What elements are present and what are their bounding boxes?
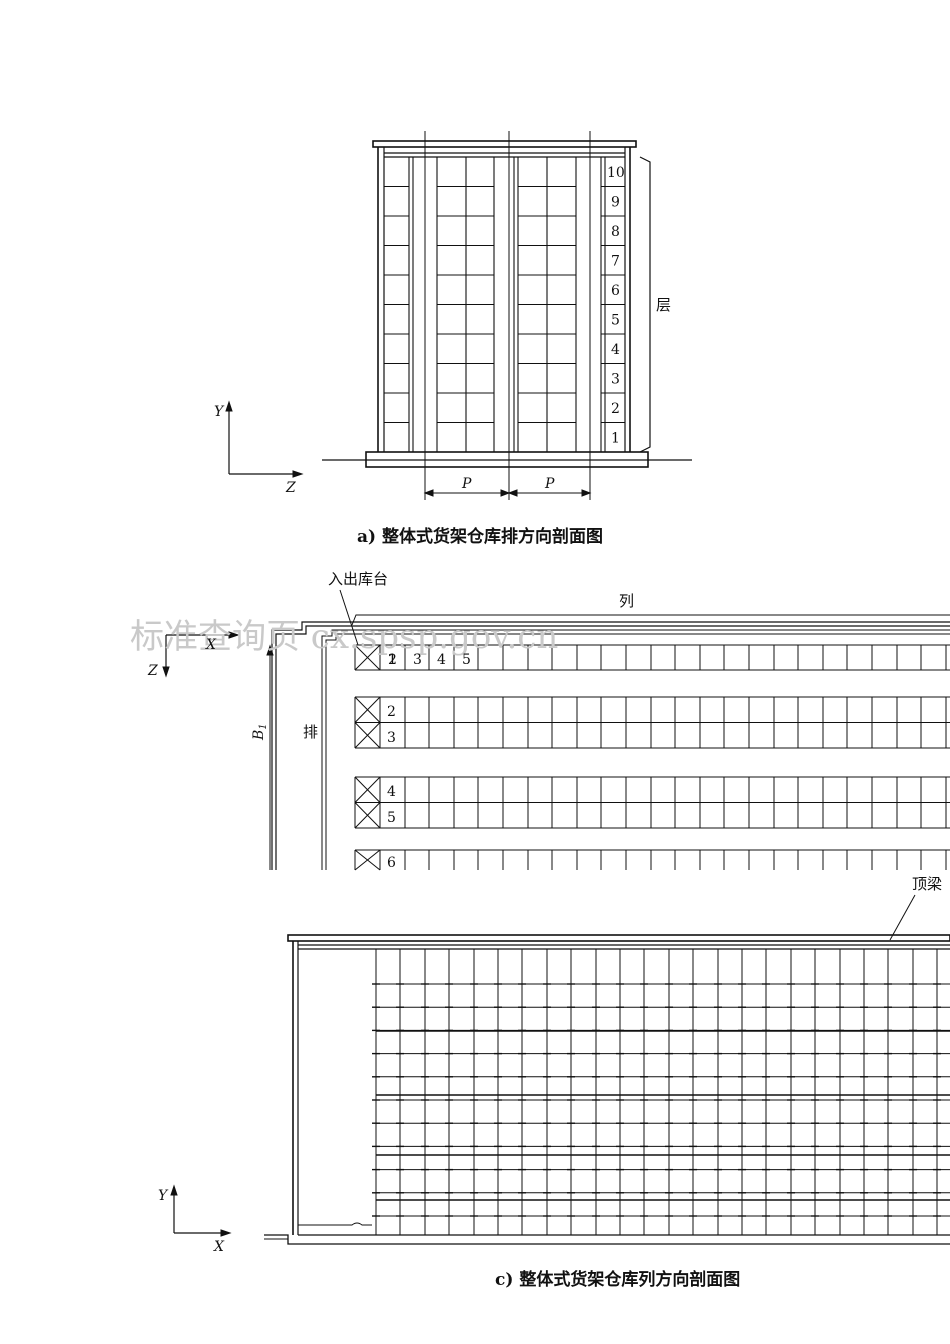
elevation-rack-grid — [372, 949, 950, 1235]
column-label: 列 — [619, 592, 634, 610]
column-number: 1 — [388, 652, 397, 668]
column-number: 4 — [437, 652, 446, 668]
station-cross — [354, 696, 381, 723]
plan-rack-grid — [354, 644, 950, 871]
level-number: 5 — [611, 313, 620, 329]
station-cross — [354, 849, 381, 871]
caption-c: c) 整体式货架仓库列方向剖面图 — [495, 1269, 740, 1290]
level-number: 1 — [611, 431, 620, 447]
level-number: 6 — [611, 283, 620, 299]
inner-wall-2 — [325, 633, 950, 870]
axis-y-arrow-a — [225, 400, 233, 412]
column-number: 3 — [413, 652, 422, 668]
row-number: 5 — [387, 810, 396, 826]
axis-z-label-a: Z — [285, 480, 296, 496]
level-label: 层 — [656, 296, 671, 314]
station-cross — [354, 802, 381, 829]
figure-b-plan-view — [162, 589, 950, 871]
axis-y-label-a: Y — [214, 404, 225, 420]
width-label: B1 — [251, 723, 269, 741]
column-number: 5 — [462, 652, 471, 668]
station-bay-c — [297, 1222, 372, 1235]
roof-slab-c — [287, 934, 950, 942]
axis-y-label-c: Y — [158, 1188, 169, 1204]
level-number: 3 — [611, 372, 620, 388]
station-cross — [354, 644, 381, 671]
top-beam-label: 顶梁 — [912, 875, 942, 893]
rack-grid — [384, 156, 625, 453]
axis-z-arrow-a — [292, 470, 304, 478]
outer-wall — [271, 621, 950, 870]
inner-wall — [321, 629, 950, 870]
level-bracket — [639, 156, 651, 453]
axis-z-arrow-b — [162, 666, 170, 678]
pitch-label-2: P — [544, 476, 555, 492]
row-number: 2 — [387, 704, 396, 720]
top-beam-leader — [889, 894, 916, 941]
axis-x-label-b: X — [205, 637, 217, 653]
station-label: 入出库台 — [328, 570, 388, 588]
row-number: 4 — [387, 784, 396, 800]
pitch-arrow-1 — [423, 489, 434, 497]
pitch-label-1: P — [461, 476, 472, 492]
axis-x-arrow-c — [220, 1229, 232, 1237]
pitch-arrow-2 — [500, 489, 511, 497]
axis-z-label-b: Z — [147, 663, 158, 679]
row-dim-arrow — [266, 644, 274, 656]
caption-a: a) 整体式货架仓库排方向剖面图 — [357, 526, 603, 547]
level-number: 4 — [611, 342, 620, 358]
level-number: 8 — [611, 224, 620, 240]
level-number: 2 — [611, 401, 620, 417]
level-number: 7 — [611, 254, 620, 270]
figure-c-column-section — [170, 894, 950, 1245]
axis-y-arrow-c — [170, 1184, 178, 1196]
base-slab — [365, 451, 649, 468]
figure-a-row-section — [225, 131, 692, 500]
outer-wall-inner — [275, 625, 950, 870]
column-number: 2 — [388, 652, 397, 668]
row-number-list: 2 3 4 5 6 — [387, 704, 396, 871]
station-cross — [354, 776, 381, 803]
level-number-list: 10 9 8 7 6 5 4 3 2 1 — [607, 165, 625, 447]
roof-slab — [372, 140, 637, 148]
column-dim-bracket — [351, 614, 950, 626]
pitch-arrow-4 — [581, 489, 592, 497]
row-label: 排 — [303, 723, 318, 741]
level-number: 9 — [611, 195, 620, 211]
axis-x-label-c: X — [213, 1239, 225, 1255]
level-number: 10 — [607, 165, 625, 181]
station-cross — [354, 722, 381, 749]
pitch-arrow-3 — [507, 489, 518, 497]
axis-x-arrow-b — [228, 631, 240, 639]
row-number: 3 — [387, 730, 396, 746]
row-number: 6 — [387, 855, 396, 871]
station-leader — [339, 589, 359, 646]
watermark: 标准查询页 cx.spsp.gov.cn — [130, 617, 558, 657]
ground-c — [264, 1234, 950, 1245]
